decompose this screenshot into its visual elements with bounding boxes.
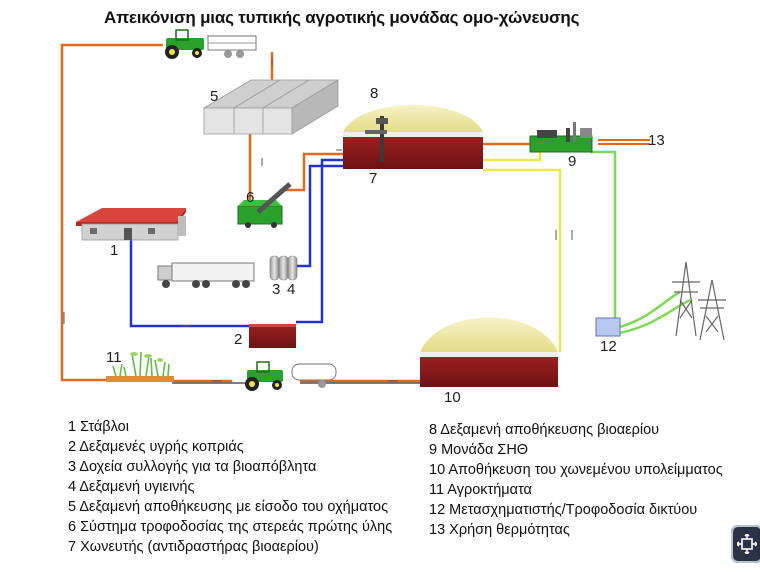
blue-manure-line (129, 158, 343, 328)
label-13: 13 (648, 132, 665, 149)
legend-left-item: 6 Σύστημα τροφοδοσίας της στερεάς πρώτης… (68, 519, 393, 535)
collection-silos (269, 255, 298, 281)
label-2: 2 (234, 331, 243, 348)
label-6: 6 (246, 189, 255, 206)
expand-button[interactable] (731, 525, 760, 563)
waste-truck (157, 262, 255, 288)
label-11: 11 (106, 349, 122, 366)
label-10: 10 (444, 389, 461, 406)
tractor-top (165, 29, 257, 59)
tractor-bottom (245, 361, 337, 391)
label-7: 7 (369, 170, 378, 187)
label-3: 3 (272, 281, 281, 298)
label-8: 8 (370, 85, 379, 102)
legend-right-item: 9 Μονάδα ΣΗΘ (429, 442, 529, 458)
label-5: 5 (210, 88, 219, 105)
legend-right-item: 8 Δεξαμενή αποθήκευσης βιοαερίου (429, 422, 660, 438)
chp-unit (529, 122, 593, 153)
slurry-tank (249, 324, 296, 348)
legend-right-item: 12 Μετασχηματιστής/Τροφοδοσία δικτύου (429, 502, 698, 518)
digester (343, 105, 483, 169)
transformer (595, 317, 621, 337)
legend-right-item: 13 Χρήση θερμότητας (429, 522, 570, 538)
legend-left-item: 2 Δεξαμενές υγρής κοπριάς (68, 439, 244, 455)
legend-left-item: 7 Χωνευτής (αντιδραστήρας βιοαερίου) (68, 539, 319, 555)
label-4: 4 (287, 281, 296, 298)
solid-feeder (237, 182, 292, 228)
crop-field (106, 351, 174, 382)
expand-arrows-icon (737, 534, 757, 554)
label-12: 12 (600, 338, 617, 355)
flow-arrows (63, 58, 573, 382)
legend-left-item: 4 Δεξαμενή υγιεινής (68, 479, 195, 495)
green-power-line (590, 150, 691, 335)
stable (76, 208, 186, 241)
label-9: 9 (568, 153, 577, 170)
legend-right-item: 11 Αγροκτήματα (429, 482, 532, 498)
diagram-title: Απεικόνιση μιας τυπικής αγροτικής μονάδα… (104, 8, 580, 27)
yellow-gas-line (483, 150, 562, 352)
power-pylons (672, 261, 726, 341)
storage-shed (202, 79, 340, 135)
legend-left-item: 1 Στάβλοι (68, 419, 129, 435)
label-1: 1 (110, 242, 119, 259)
digestate-storage (420, 317, 558, 387)
legend-left-item: 5 Δεξαμενή αποθήκευσης με είσοδο του οχή… (68, 499, 389, 515)
legend-right-item: 10 Αποθήκευση του χωνεμένου υπολείμματος (429, 462, 723, 478)
legend-left-item: 3 Δοχεία συλλογής για τα βιοαπόβλητα (68, 459, 317, 475)
